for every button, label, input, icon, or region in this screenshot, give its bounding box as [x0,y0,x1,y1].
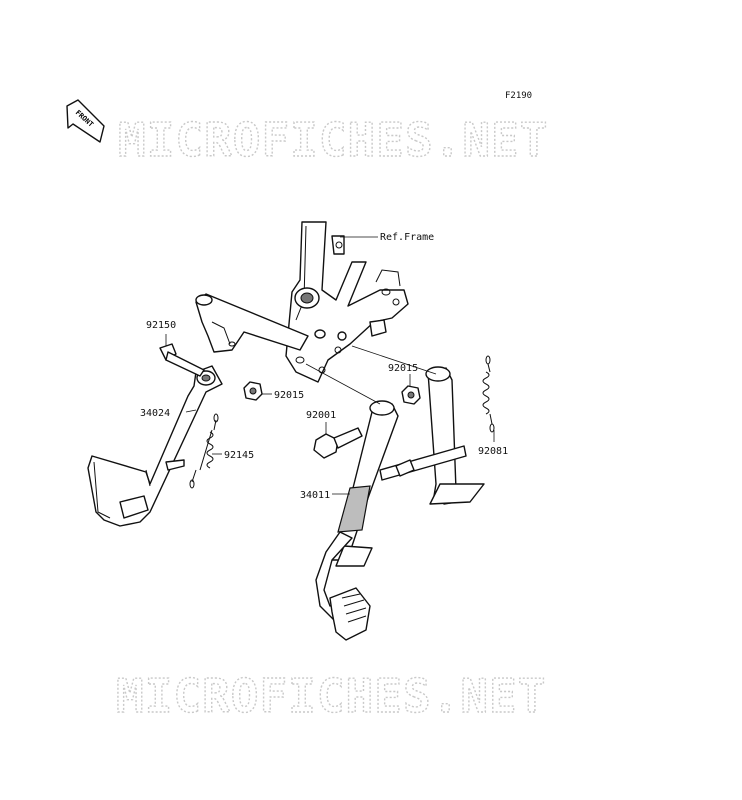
side-stand-34024 [87,365,223,527]
nut-92015-left [243,381,263,401]
bolt-92001 [313,427,363,459]
center-stand-34011 [315,366,485,641]
leader-lines [165,236,495,495]
diagram-code: F2190 [505,91,532,101]
nut-92015-right [401,385,421,405]
part-label-92001: 92001 [306,410,336,421]
ref-frame-label: Ref.Frame [380,232,434,243]
bolt-92150 [159,343,205,377]
front-arrow-icon: FRONT [66,99,105,143]
part-label-92145: 92145 [224,450,254,461]
part-label-34024: 34024 [140,408,170,419]
part-label-34011: 34011 [300,490,330,501]
watermark-bottom: MICROFICHES.NET [116,669,546,723]
part-label-92081: 92081 [478,446,508,457]
part-label-92150: 92150 [146,320,176,331]
watermark-top: MICROFICHES.NET [118,113,548,167]
part-label-92015-right: 92015 [388,363,418,374]
frame-assembly [195,221,409,383]
spring-92145 [189,413,219,489]
spring-92081 [482,355,495,433]
part-label-92015-left: 92015 [274,390,304,401]
